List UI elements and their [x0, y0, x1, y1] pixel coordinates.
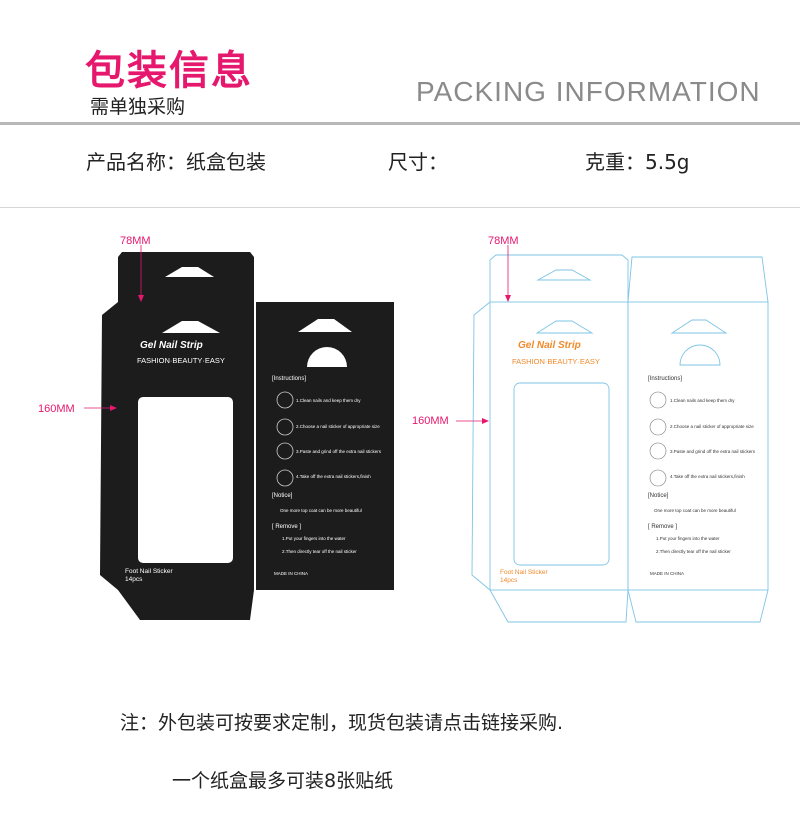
tagline-text-outline: FASHION·BEAUTY·EASY — [512, 357, 600, 366]
tagline-text: FASHION·BEAUTY·EASY — [137, 356, 225, 365]
count-text: 14pcs — [125, 576, 143, 583]
made-in-text-outline: MADE IN CHINA — [650, 571, 684, 576]
note-capacity: 一个纸盒最多可装8张贴纸 — [172, 770, 394, 792]
step2-text: 2.Choose a nail sticker of appropriate s… — [296, 424, 380, 429]
remove-step1: 1.Put your fingers into the water — [282, 536, 346, 541]
notice-text: One more top coat can be more beautiful — [280, 508, 362, 513]
weight-label: 克重：5.5g — [585, 150, 690, 174]
step4-text: 4.Take off the extra nail stickers,finis… — [296, 474, 371, 479]
brand-text-outline: Gel Nail Strip — [518, 340, 581, 351]
height-dimension-right: 160MM — [412, 415, 449, 427]
instructions-title-outline: [Instructions] — [648, 376, 682, 382]
made-in-text: MADE IN CHINA — [274, 571, 308, 576]
step2-icon — [276, 418, 294, 436]
step2-text-outline: 2.Choose a nail sticker of appropriate s… — [670, 424, 754, 429]
outline-box-dieline: Gel Nail Strip FASHION·BEAUTY·EASY Foot … — [456, 245, 769, 623]
bottom-flap-outline — [489, 589, 629, 623]
step3-icon — [276, 442, 294, 460]
half-circle-outline — [679, 344, 721, 366]
width-dimension-left: 78MM — [120, 235, 151, 247]
left-flap-outline — [471, 301, 491, 591]
window-cutout — [138, 397, 233, 563]
product-text-outline: Foot Nail Sticker — [500, 569, 549, 576]
window-outline — [513, 382, 610, 566]
remove-title: [ Remove ] — [272, 524, 301, 530]
instructions-title: [Instructions] — [272, 376, 306, 382]
english-title: PACKING INFORMATION — [416, 76, 761, 107]
remove-title-outline: [ Remove ] — [648, 524, 677, 530]
info-divider — [0, 207, 800, 208]
notice-title-outline: [Notice] — [648, 493, 669, 499]
hang-hole-top — [165, 267, 214, 277]
back-top-outline — [627, 256, 769, 303]
step3-text: 3.Paste and grind off the extra nail sti… — [296, 449, 382, 454]
note-customization: 注：外包装可按要求定制，现货包装请点击链接采购. — [120, 712, 564, 734]
page-subtitle: 需单独采购 — [90, 96, 186, 118]
back-panel — [256, 302, 394, 590]
hang-hole-top-outline — [536, 269, 592, 281]
black-box-dieline: Gel Nail Strip FASHION·BEAUTY·EASY Foot … — [84, 245, 394, 620]
brand-text: Gel Nail Strip — [140, 340, 203, 351]
remove-step2: 2.Then directly tear off the nail sticke… — [282, 549, 357, 554]
step4-text-outline: 4.Take off the extra nail stickers,finis… — [670, 474, 745, 479]
top-flap-outline — [489, 254, 629, 302]
count-text-outline: 14pcs — [500, 577, 518, 584]
step1-icon — [276, 391, 294, 409]
step3-text-outline: 3.Paste and grind off the extra nail sti… — [670, 449, 756, 454]
step1-text: 1.Clean nails and keep them dry — [296, 398, 361, 403]
remove-step1-outline: 1.Put your fingers into the water — [656, 536, 720, 541]
notice-text-outline: One more top coat can be more beautiful — [654, 508, 736, 513]
bottom-flap — [118, 590, 254, 620]
remove-step2-outline: 2.Then directly tear off the nail sticke… — [656, 549, 731, 554]
hang-hole-front — [162, 321, 220, 333]
back-panel-outline — [627, 301, 769, 591]
back-bottom-outline — [627, 589, 769, 623]
step4-icon — [276, 469, 294, 487]
header-divider — [0, 122, 800, 125]
page-title: 包装信息 — [85, 48, 253, 94]
width-dimension-right: 78MM — [488, 235, 519, 247]
hang-hole-front-outline — [535, 320, 594, 334]
size-label: 尺寸： — [388, 150, 448, 174]
product-name-label: 产品名称：纸盒包装 — [86, 150, 266, 174]
height-dimension-left: 160MM — [38, 403, 75, 415]
product-text: Foot Nail Sticker — [125, 568, 174, 575]
left-flap — [100, 302, 118, 590]
hang-hole-back-outline — [670, 319, 728, 334]
notice-title: [Notice] — [272, 493, 293, 499]
hang-hole-back — [298, 319, 352, 332]
step1-text-outline: 1.Clean nails and keep them dry — [670, 398, 735, 403]
half-circle-cutout — [307, 347, 347, 367]
